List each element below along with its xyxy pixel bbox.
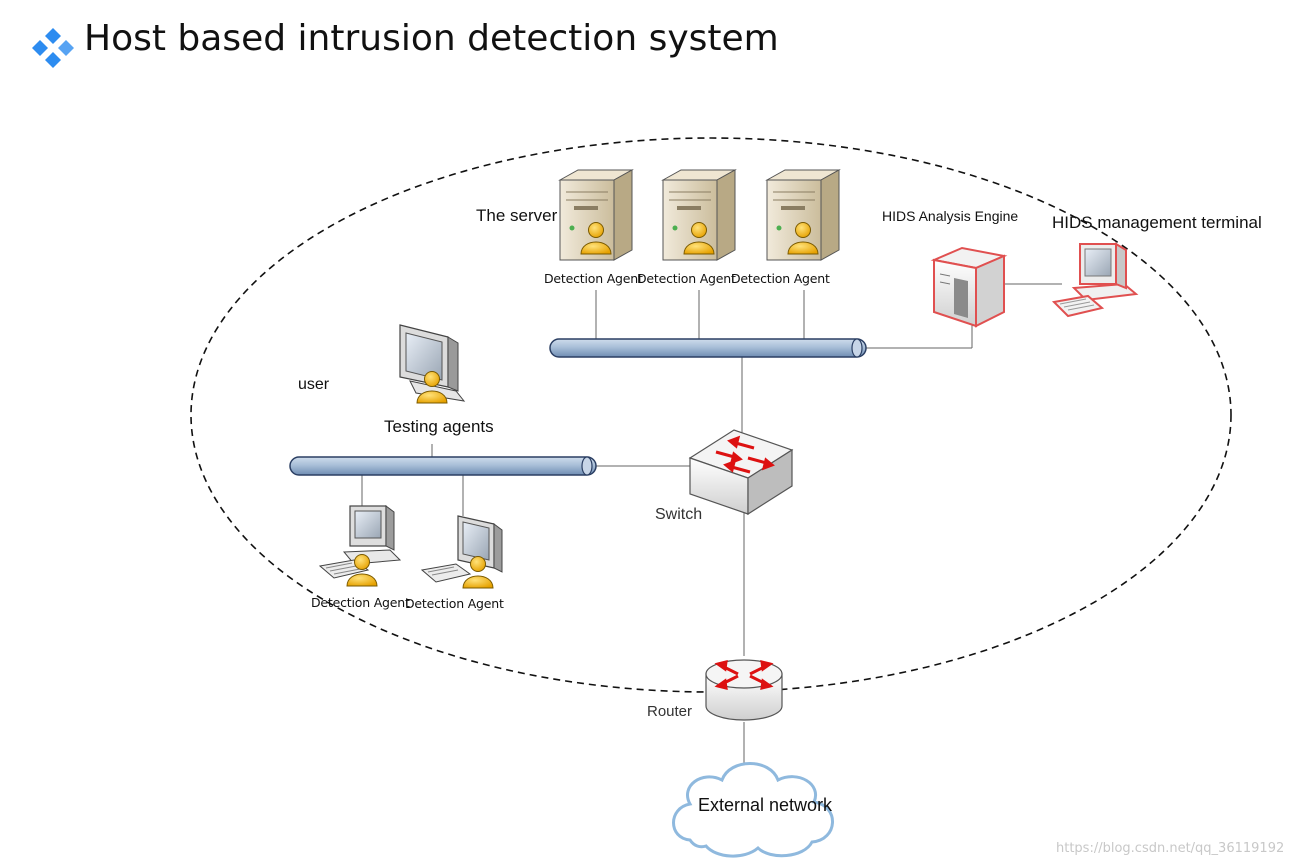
switch-label: Switch (655, 506, 703, 523)
server-agent-label: Detection Agent (731, 271, 830, 286)
title-diamonds-icon (32, 28, 74, 68)
analysis-engine-icon (930, 246, 1008, 328)
connection-lines (361, 283, 1062, 770)
external-network-label: External network (698, 795, 833, 815)
router-label: Router (647, 703, 693, 720)
agent-pc-2 (420, 515, 503, 589)
server-3 (766, 169, 840, 261)
server-bus (549, 338, 867, 358)
server-group-label: The server (476, 206, 558, 225)
switch-icon (688, 429, 794, 516)
server-2 (662, 169, 736, 261)
testing-agents-label: Testing agents (384, 417, 494, 436)
user-monitor-icon (399, 324, 465, 404)
management-terminal-icon (1051, 242, 1139, 318)
user-agent-label: Detection Agent (311, 595, 410, 610)
cloud-icon (672, 762, 834, 858)
server-agent-label: Detection Agent (637, 271, 736, 286)
analysis-engine-label: HIDS Analysis Engine (882, 208, 1019, 224)
watermark: https://blog.csdn.net/qq_36119192 (1056, 841, 1285, 856)
management-terminal-label: HIDS management terminal (1052, 213, 1262, 232)
user-label: user (298, 376, 330, 393)
server-1 (559, 169, 633, 261)
page-title: Host based intrusion detection system (84, 18, 779, 59)
router-icon (705, 659, 783, 721)
agent-pc-1 (319, 505, 401, 587)
user-bus (289, 456, 597, 476)
user-agent-label: Detection Agent (405, 596, 504, 611)
server-agent-label: Detection Agent (544, 271, 643, 286)
